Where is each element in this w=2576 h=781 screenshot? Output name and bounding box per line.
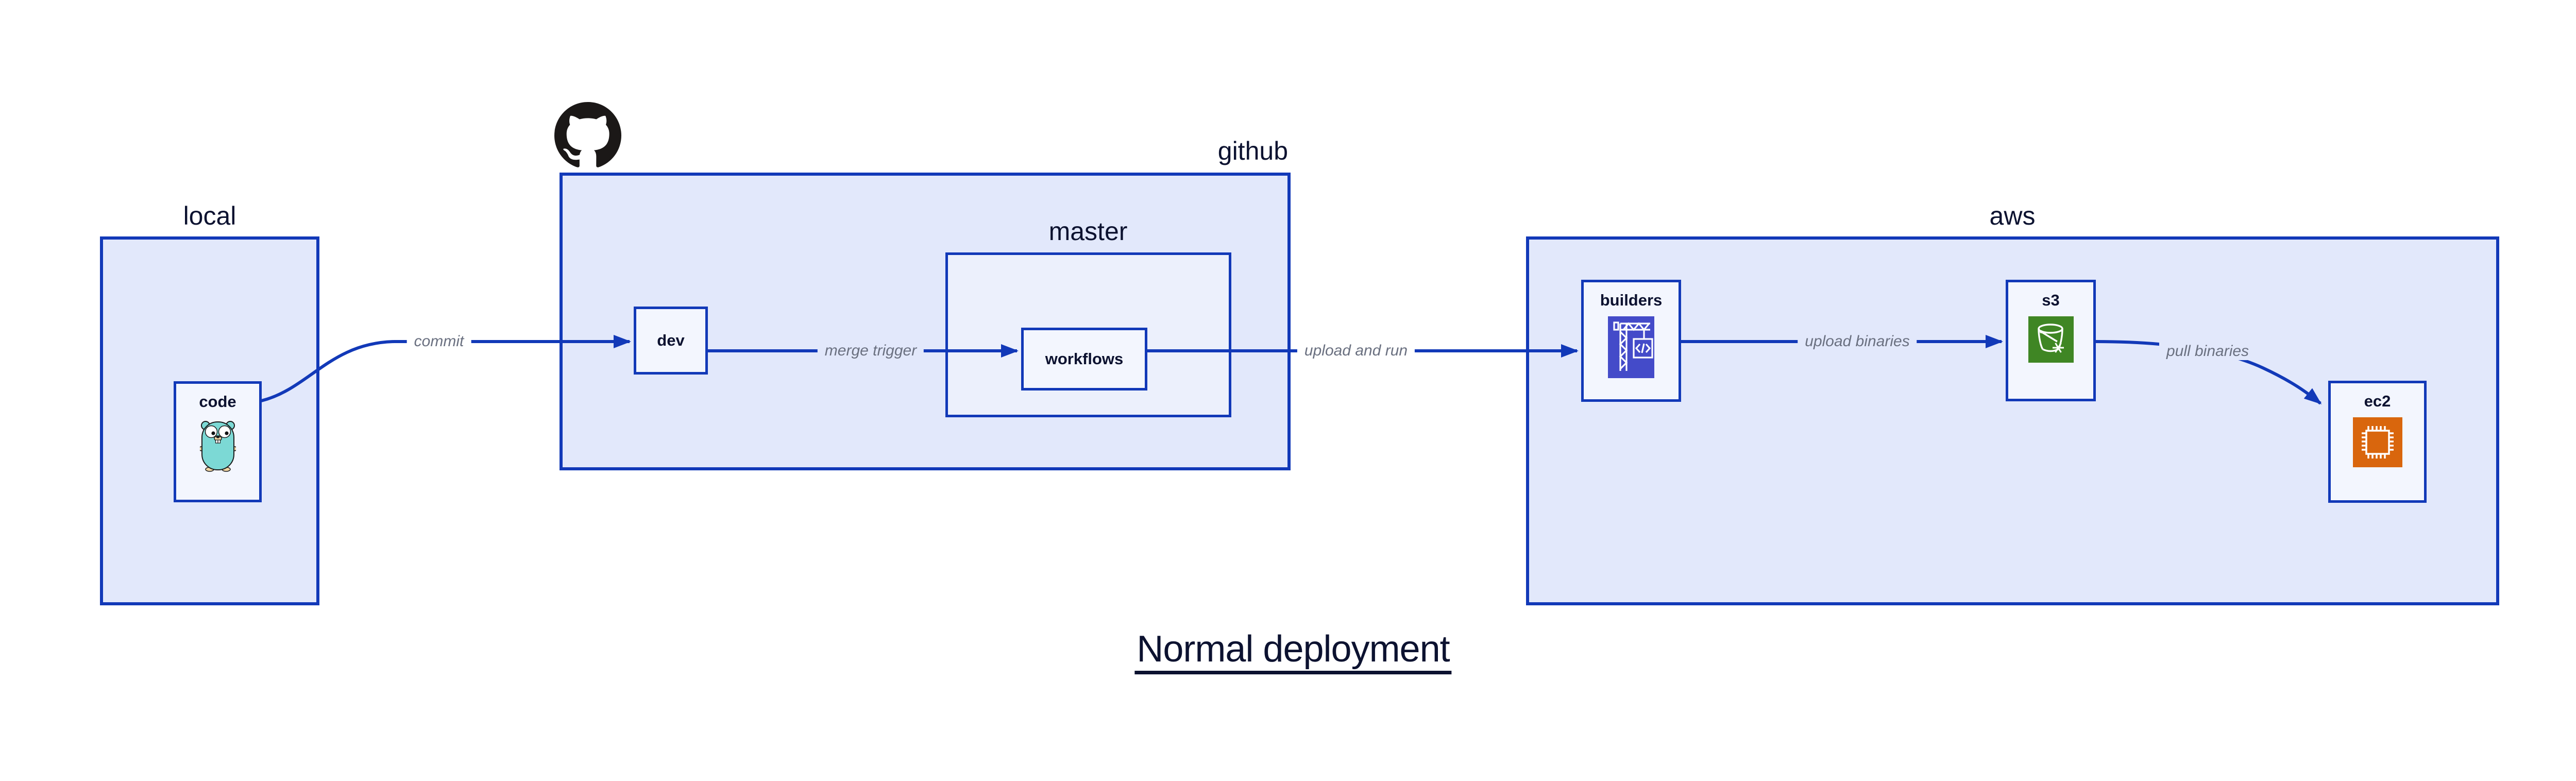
s3-node: s3 [2006, 280, 2096, 401]
code-node: code [174, 381, 262, 502]
master-container-label: master [1048, 217, 1128, 246]
builders-node-label: builders [1600, 291, 1663, 309]
s3-bucket-icon [2028, 316, 2074, 363]
ec2-node-label: ec2 [2364, 392, 2391, 410]
pull-binaries-edge-label: pull binaries [2159, 343, 2257, 360]
upload-and-run-edge-label: upload and run [1297, 342, 1415, 360]
aws-container-label: aws [1989, 201, 2036, 230]
github-container-label: github [1217, 137, 1288, 165]
dev-node-label: dev [657, 331, 685, 349]
dev-node: dev [634, 307, 708, 375]
builders-node: builders [1581, 280, 1681, 402]
s3-node-label: s3 [2042, 291, 2060, 309]
go-gopher-icon [199, 421, 236, 472]
ec2-chip-icon [2352, 417, 2402, 468]
upload-binaries-edge-label: upload binaries [1798, 333, 1917, 350]
workflows-node: workflows [1021, 328, 1147, 390]
merge-trigger-edge-label: merge trigger [817, 342, 924, 360]
code-node-label: code [199, 393, 236, 411]
ec2-node: ec2 [2328, 381, 2427, 503]
commit-edge-label: commit [406, 333, 471, 350]
diagram-title: Normal deployment [1134, 631, 1452, 674]
local-container-label: local [183, 201, 236, 230]
github-octocat-icon [554, 102, 621, 167]
codebuild-crane-icon [1608, 316, 1654, 379]
workflows-node-label: workflows [1045, 349, 1124, 368]
